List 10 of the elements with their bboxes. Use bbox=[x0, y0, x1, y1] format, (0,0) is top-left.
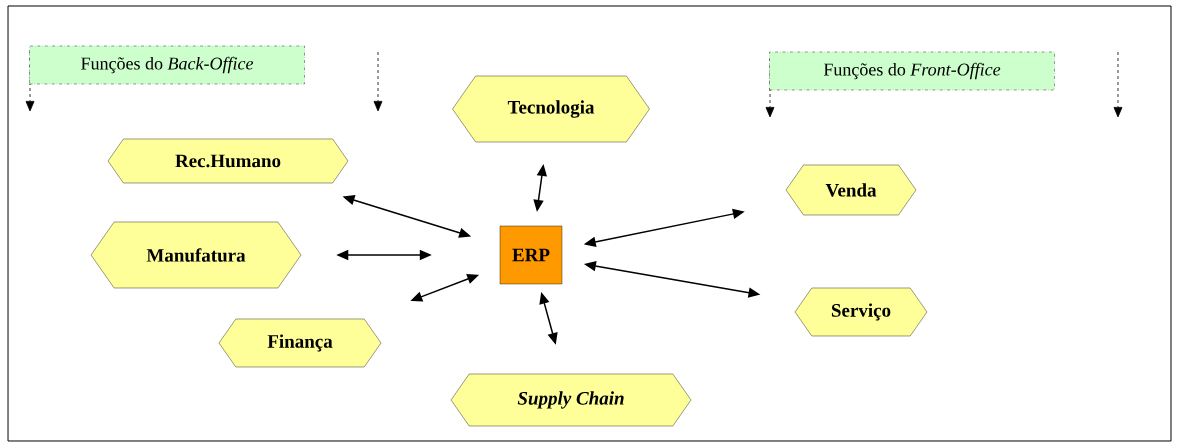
function-hexagon: Supply Chain bbox=[450, 373, 692, 427]
function-hexagon: Serviço bbox=[794, 287, 928, 337]
function-hexagon: Venda bbox=[785, 164, 917, 216]
function-hexagon: Tecnologia bbox=[452, 75, 650, 143]
function-hexagon: Finança bbox=[218, 318, 382, 368]
function-hexagon: Rec.Humano bbox=[107, 138, 349, 184]
function-group-label: Funções do Front-Office bbox=[769, 51, 1055, 91]
function-hexagon: Manufatura bbox=[90, 221, 302, 289]
function-group-label: Funções do Back-Office bbox=[29, 45, 305, 85]
erp-box: ERP bbox=[499, 225, 563, 285]
